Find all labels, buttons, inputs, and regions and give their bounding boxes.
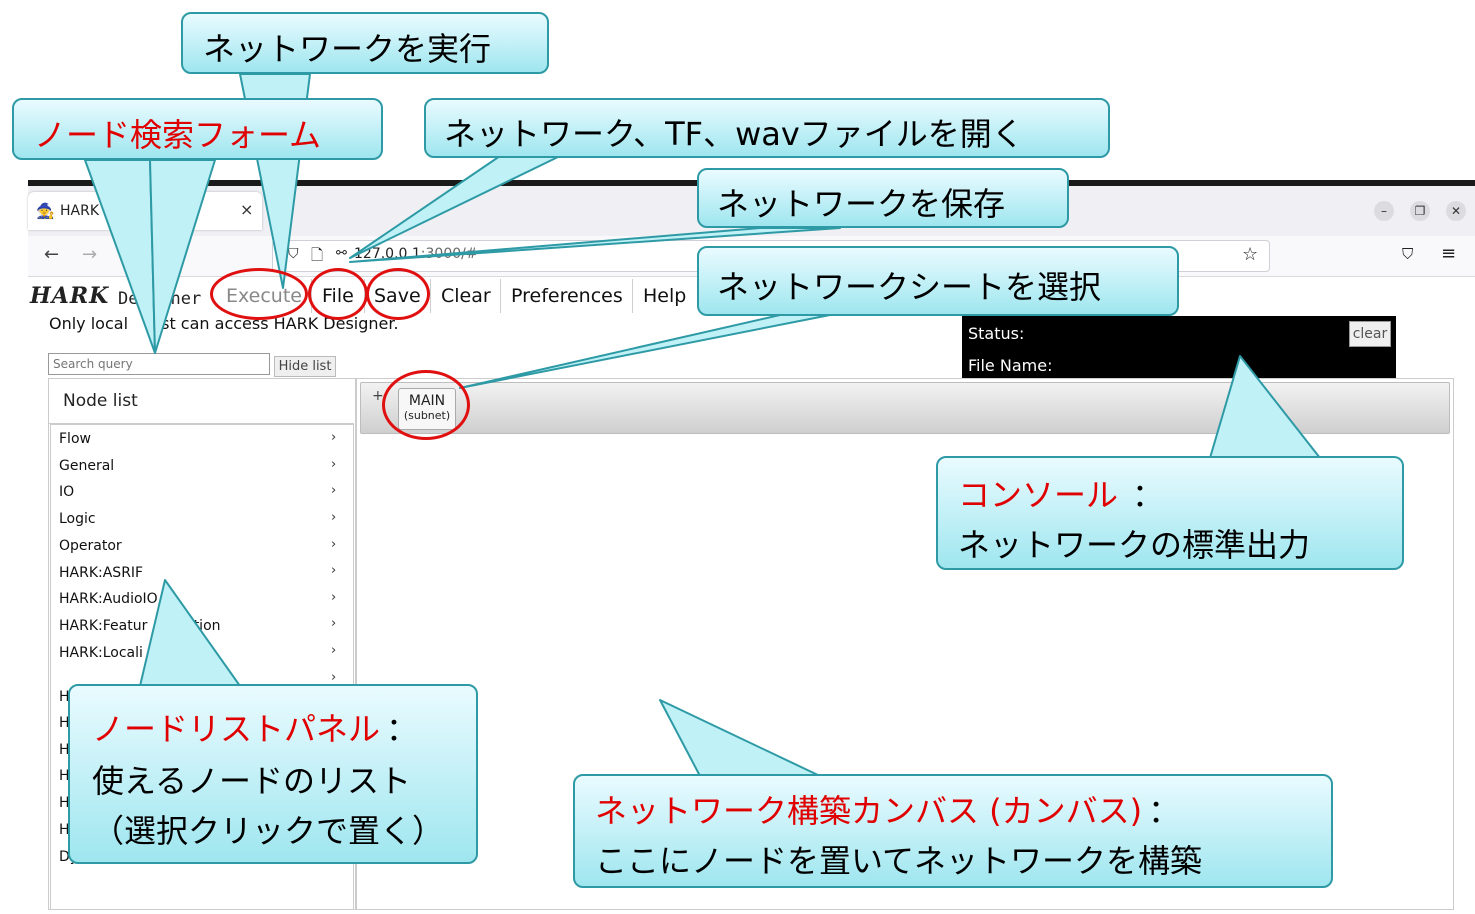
console-pointer (1209, 355, 1321, 459)
wizard-favicon-icon: 🧙 (36, 202, 55, 220)
canvas-pointer (659, 699, 821, 777)
node-category-flow[interactable]: Flow (59, 431, 91, 447)
callout-console: コンソール ： ネットワークの標準出力 (936, 456, 1404, 570)
callout-nodelist-title: ノードリストパネル (92, 710, 381, 748)
menu-separator (500, 279, 501, 313)
hark-logo: HARK (30, 283, 110, 309)
node-category-feature[interactable]: HARK:Featur (59, 618, 148, 634)
node-list-header (49, 379, 354, 424)
chevron-right-icon: › (331, 670, 337, 685)
callout-nodelist-line3: （選択クリックで置く） (92, 812, 445, 850)
filename-label: File Name: (968, 356, 1053, 375)
callout-canvas: ネットワーク構築カンバス (カンバス)： ここにノードを置いてネットワークを構築 (573, 774, 1333, 888)
search-pointer-2 (149, 159, 216, 354)
callout-save: ネットワークを保存 (697, 168, 1069, 228)
preferences-button[interactable]: Preferences (511, 285, 623, 307)
node-category-io[interactable]: IO (59, 484, 75, 500)
node-category-partial[interactable]: H (59, 822, 70, 838)
callout-sheet: ネットワークシートを選択 (697, 246, 1179, 316)
callout-canvas-desc: ここにノードを置いてネットワークを構築 (595, 842, 1203, 880)
sheet-pointer (459, 314, 831, 389)
back-icon[interactable]: ← (44, 244, 60, 265)
nodelist-pointer (139, 579, 241, 687)
connection-icon[interactable]: ⚯ (336, 246, 347, 261)
search-pointer (84, 159, 156, 354)
file-highlight (308, 268, 368, 320)
chevron-right-icon: › (331, 616, 337, 631)
chevron-right-icon: › (331, 510, 337, 525)
callout-canvas-title: ネットワーク構築カンバス (カンバス) (595, 792, 1143, 830)
callout-nodelist-colon: ： (386, 710, 419, 748)
chevron-right-icon: › (331, 457, 337, 472)
close-tab-icon[interactable]: × (240, 200, 254, 219)
node-category-partial[interactable]: H (59, 715, 70, 731)
callout-canvas-colon: ： (1148, 792, 1181, 830)
forward-icon[interactable]: → (82, 244, 98, 265)
tab-title: HARK (60, 203, 100, 219)
shield-icon[interactable]: ⛉ (288, 246, 299, 262)
chevron-right-icon: › (331, 483, 337, 498)
pocket-icon[interactable]: ⛉ (1402, 245, 1414, 263)
chevron-right-icon: › (331, 537, 337, 552)
callout-search-text: ノード検索フォーム (34, 116, 322, 154)
chevron-right-icon: › (331, 643, 337, 658)
callout-nodelist-line2: 使えるノードのリスト (92, 762, 412, 800)
restore-icon[interactable]: ❐ (1410, 201, 1430, 221)
open-pointer (349, 155, 561, 259)
plus-icon: + (372, 388, 384, 404)
hide-list-button[interactable]: Hide list (274, 356, 336, 377)
node-category-partial[interactable]: H (59, 768, 70, 784)
execute-highlight (210, 268, 308, 320)
callout-open-text: ネットワーク、TF、wavファイルを開く (444, 115, 1024, 153)
callout-open: ネットワーク、TF、wavファイルを開く (424, 98, 1110, 158)
node-search-input[interactable] (48, 353, 270, 375)
page-icon: 🗋 (311, 246, 324, 264)
callout-console-title: コンソール (958, 476, 1119, 514)
callout-console-desc: ネットワークの標準出力 (958, 526, 1311, 564)
clear-button[interactable]: Clear (441, 285, 491, 307)
node-category-operator[interactable]: Operator (59, 538, 122, 554)
sheet-highlight (382, 370, 470, 440)
console-panel (962, 316, 1396, 378)
node-category-localization[interactable]: HARK:Locali (59, 645, 143, 661)
menu-separator (430, 279, 431, 313)
chevron-right-icon: › (331, 590, 337, 605)
console-clear-button[interactable]: clear (1349, 321, 1391, 347)
save-highlight (366, 268, 430, 320)
menu-hamburger-icon[interactable]: ≡ (1441, 243, 1457, 264)
status-label: Status: (968, 324, 1025, 343)
add-sheet-button[interactable]: + (366, 386, 394, 426)
node-category-audioio[interactable]: HARK:AudioIO (59, 591, 158, 607)
minimize-icon[interactable]: – (1374, 201, 1394, 221)
chevron-right-icon: › (331, 430, 337, 445)
close-window-icon[interactable]: ✕ (1446, 201, 1466, 221)
help-button[interactable]: Help (643, 285, 687, 307)
node-category-general[interactable]: General (59, 458, 115, 474)
node-category-logic[interactable]: Logic (59, 511, 96, 527)
callout-search: ノード検索フォーム (12, 98, 383, 160)
callout-sheet-text: ネットワークシートを選択 (717, 268, 1102, 306)
callout-execute: ネットワークを実行 (181, 12, 549, 74)
node-list-title: Node list (63, 391, 138, 411)
node-list (50, 424, 354, 910)
callout-nodelist: ノードリストパネル： 使えるノードのリスト （選択クリックで置く） (68, 684, 478, 864)
bookmark-star-icon[interactable]: ☆ (1242, 244, 1259, 265)
open-pointer-2 (349, 227, 841, 263)
callout-execute-text: ネットワークを実行 (203, 30, 492, 68)
callout-save-text: ネットワークを保存 (717, 185, 1006, 223)
node-category-partial[interactable]: H (59, 795, 70, 811)
node-category-asrif[interactable]: HARK:ASRIF (59, 565, 144, 581)
chevron-right-icon: › (331, 563, 337, 578)
node-category-partial[interactable]: H (59, 742, 70, 758)
callout-console-colon: ： (1132, 476, 1165, 514)
menu-separator (632, 279, 633, 313)
